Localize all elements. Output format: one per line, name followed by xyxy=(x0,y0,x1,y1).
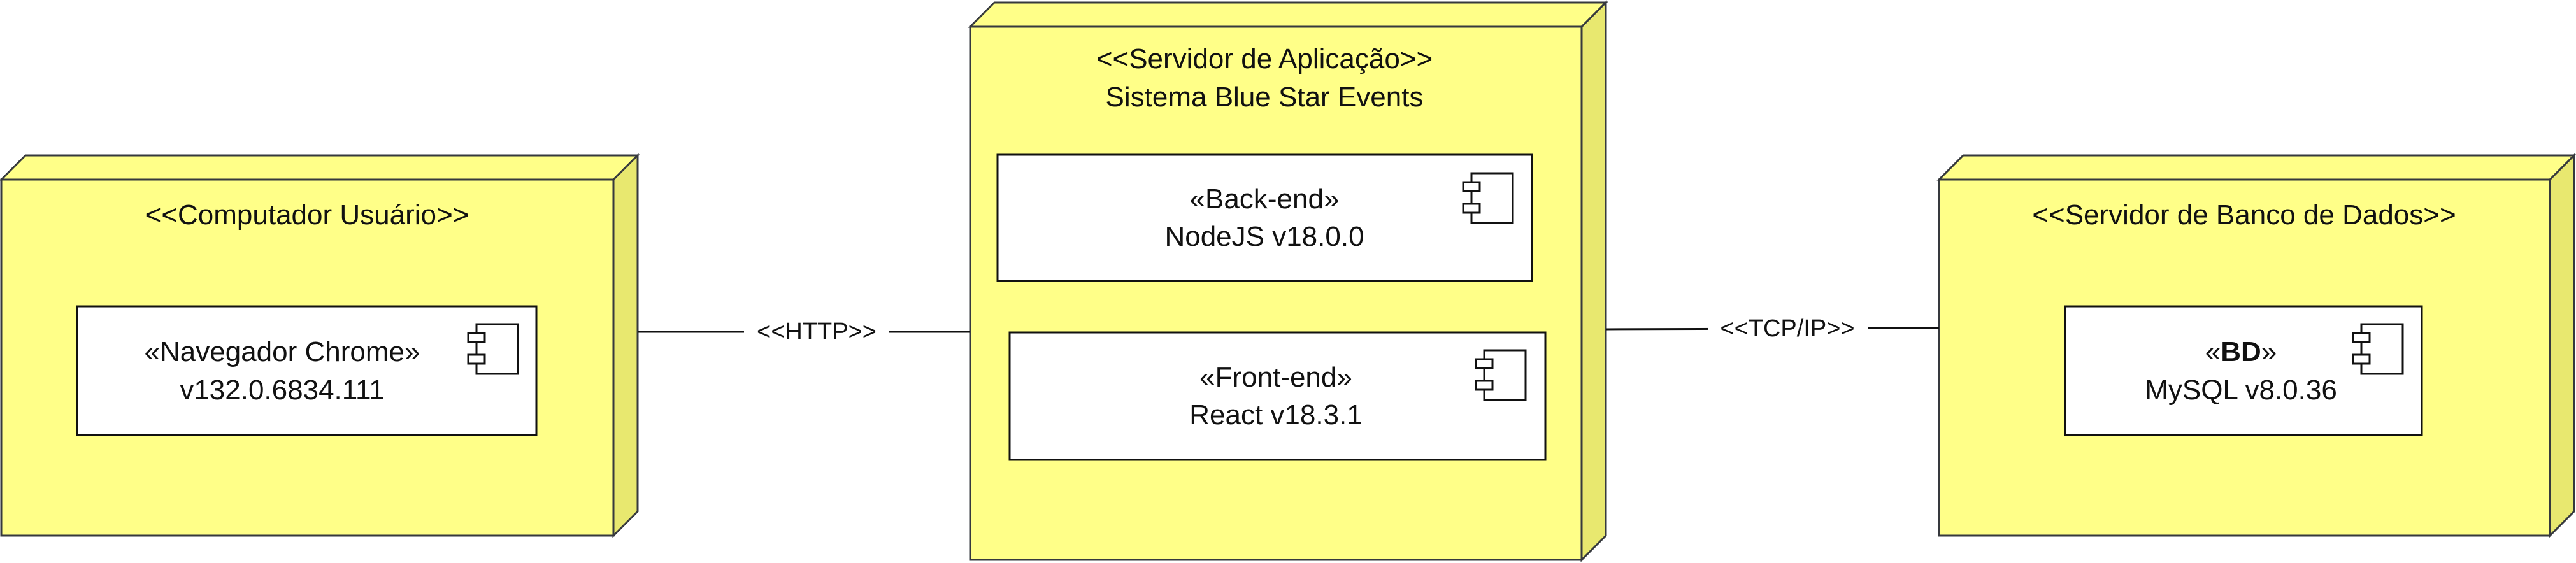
component-frontend-stereotype: «Front-end» xyxy=(1199,362,1352,393)
node-user-computer[interactable]: <<Computador Usuário>> «Navegador Chrome… xyxy=(0,153,640,538)
node-app-server-side xyxy=(1580,0,1607,562)
node-db-server-side xyxy=(2549,153,2575,538)
uml-component-icon xyxy=(1475,349,1527,401)
component-backend[interactable]: «Back-end» NodeJS v18.0.0 xyxy=(996,153,1533,282)
component-backend-box xyxy=(996,153,1533,282)
stereotype-bold: BD xyxy=(2221,336,2261,367)
node-db-server-stereotype: <<Servidor de Banco de Dados>> xyxy=(2032,199,2456,231)
component-database-stereotype: «BD» xyxy=(2205,336,2277,367)
component-chrome-stereotype: «Navegador Chrome» xyxy=(145,336,420,367)
component-chrome[interactable]: «Navegador Chrome» v132.0.6834.111 xyxy=(76,305,538,436)
node-app-server[interactable]: <<Servidor de Aplicação>> Sistema Blue S… xyxy=(968,0,1608,562)
uml-component-icon xyxy=(467,323,519,375)
component-chrome-box xyxy=(76,305,538,436)
connector-tcpip-label: <<TCP/IP>> xyxy=(1720,315,1854,342)
component-frontend[interactable]: «Front-end» React v18.3.1 xyxy=(1008,331,1547,461)
node-db-server[interactable]: <<Servidor de Banco de Dados>> «BD» MySQ… xyxy=(1936,153,2576,538)
node-app-server-name: Sistema Blue Star Events xyxy=(1106,82,1424,113)
component-backend-stereotype: «Back-end» xyxy=(1190,183,1340,215)
component-database[interactable]: «BD» MySQL v8.0.36 xyxy=(2064,305,2423,436)
node-app-server-stereotype: <<Servidor de Aplicação>> xyxy=(1096,43,1433,75)
component-backend-name: NodeJS v18.0.0 xyxy=(1164,221,1364,252)
connector-http-label: <<HTTP>> xyxy=(757,318,877,345)
stereotype-close: » xyxy=(2261,336,2277,367)
uml-component-icon xyxy=(2352,323,2404,375)
component-chrome-version: v132.0.6834.111 xyxy=(180,374,384,406)
connector-tcpip[interactable]: <<TCP/IP>> xyxy=(1605,312,1940,344)
node-db-server-top xyxy=(1936,154,2576,181)
connector-http-label-bg xyxy=(744,315,889,347)
stereotype-open: « xyxy=(2205,336,2221,367)
component-frontend-name: React v18.3.1 xyxy=(1189,399,1363,431)
uml-component-icon xyxy=(1462,172,1514,224)
connector-http[interactable]: <<HTTP>> xyxy=(638,315,970,347)
connector-tcpip-label-bg xyxy=(1708,312,1868,344)
node-user-computer-stereotype: <<Computador Usuário>> xyxy=(145,199,469,231)
node-user-computer-top xyxy=(0,154,640,181)
node-user-computer-side xyxy=(612,153,639,538)
component-frontend-box xyxy=(1008,331,1547,461)
node-app-server-front xyxy=(969,25,1583,561)
component-database-name: MySQL v8.0.36 xyxy=(2145,374,2337,406)
node-app-server-top xyxy=(968,1,1608,28)
